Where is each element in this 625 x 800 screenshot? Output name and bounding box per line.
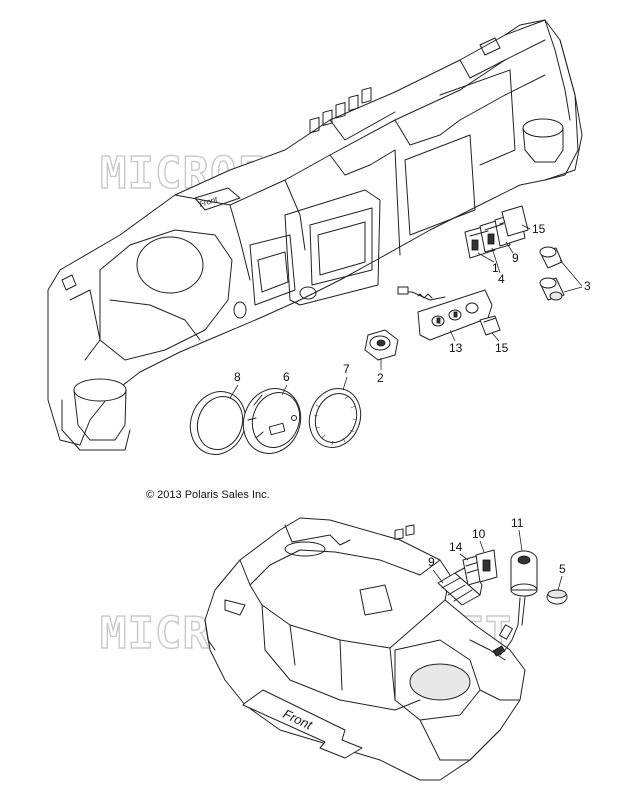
part-3-sockets: [539, 246, 565, 301]
callout-8: 7: [343, 362, 350, 376]
callout-2: 2: [377, 371, 384, 385]
part-10-rocker: [475, 549, 498, 583]
callout-15: 15: [532, 222, 546, 236]
part-8-trim-ring: [308, 388, 362, 448]
callout-9-lower: 9: [428, 555, 435, 569]
part-6-speedometer-gauge: [242, 388, 302, 454]
part-7-bezel-ring: [189, 391, 247, 455]
part-2-power-socket: [364, 329, 399, 361]
part-5-cap: [546, 589, 568, 605]
upper-dashboard: Front: [47, 19, 583, 451]
callout-3: 3: [584, 279, 591, 293]
callout-5: 5: [559, 562, 566, 576]
callout-9-upper: 9: [512, 251, 519, 265]
callout-7: 8: [234, 370, 241, 384]
part-13-rocker-switch: [479, 315, 501, 336]
part-11-ignition-switch: [492, 550, 538, 657]
callout-10: 10: [472, 527, 486, 541]
upper-callouts: 8 6 7 2 13 15 1 4 9 15 3: [229, 222, 591, 399]
callout-11: 11: [511, 516, 524, 530]
part-12-switch-panel: [397, 286, 493, 341]
copyright-notice: © 2013 Polaris Sales Inc.: [146, 489, 270, 501]
callout-14: 14: [449, 540, 463, 554]
callout-1: 1: [492, 261, 499, 275]
callout-6: 6: [283, 370, 290, 384]
callout-13: 15: [495, 341, 509, 355]
callout-4: 4: [498, 272, 505, 286]
part-switch-cluster: [464, 205, 529, 259]
lower-callouts: 9 14 10 11 5: [428, 516, 566, 591]
dash-switch-bank: [309, 87, 372, 134]
callout-12: 13: [449, 341, 463, 355]
